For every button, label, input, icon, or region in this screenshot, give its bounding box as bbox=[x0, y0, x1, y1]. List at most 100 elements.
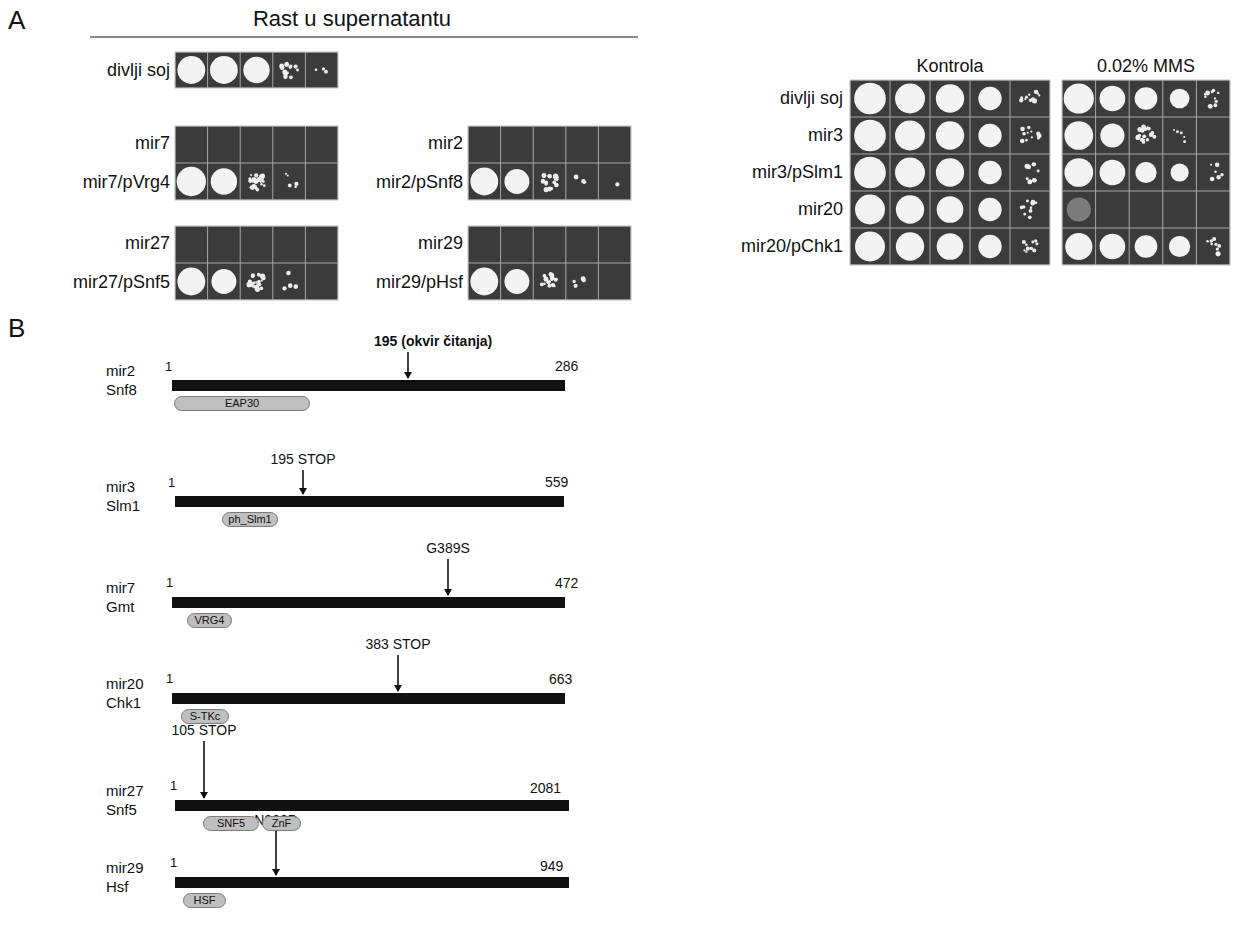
mutation-arrow bbox=[275, 831, 277, 875]
yeast-colony bbox=[294, 65, 298, 69]
yeast-colony bbox=[548, 174, 552, 178]
yeast-spot bbox=[210, 56, 238, 84]
yeast-colony bbox=[1023, 249, 1025, 251]
yeast-colony bbox=[248, 281, 253, 286]
mutation-label: 195 (okvir čitanja) bbox=[374, 333, 492, 349]
strain-label: mir3 bbox=[808, 125, 843, 146]
protein-name: Gmt bbox=[106, 598, 134, 615]
title-underline bbox=[90, 36, 638, 37]
strain-label: mir2 bbox=[428, 133, 463, 154]
grid-line bbox=[468, 163, 631, 164]
grid-line bbox=[890, 80, 891, 265]
domain-name: EAP30 bbox=[225, 398, 259, 409]
yeast-colony bbox=[1035, 90, 1038, 93]
yeast-spot bbox=[896, 232, 924, 260]
yeast-colony bbox=[1026, 200, 1029, 203]
yeast-colony bbox=[1210, 243, 1213, 246]
domain-name: HSF bbox=[194, 895, 216, 906]
yeast-spot bbox=[854, 120, 886, 152]
yeast-colony bbox=[1032, 162, 1036, 166]
grid-line bbox=[850, 117, 1050, 118]
gene-bar bbox=[175, 496, 564, 507]
yeast-colony bbox=[1031, 241, 1034, 244]
domain-pill: HSF bbox=[183, 893, 226, 908]
yeast-colony bbox=[1039, 135, 1042, 138]
yeast-colony bbox=[574, 175, 577, 178]
yeast-colony bbox=[1213, 103, 1217, 107]
yeast-colony bbox=[1135, 135, 1140, 140]
yeast-colony bbox=[1210, 177, 1215, 182]
yeast-spot bbox=[936, 84, 964, 112]
spot-plate bbox=[1062, 80, 1230, 265]
yeast-spot bbox=[1170, 89, 1190, 109]
yeast-spot bbox=[937, 233, 964, 260]
mutation-arrow bbox=[407, 352, 409, 378]
grid-line bbox=[272, 52, 273, 88]
yeast-colony bbox=[1027, 132, 1029, 134]
position-number: 1 bbox=[168, 476, 175, 491]
yeast-colony bbox=[1034, 239, 1037, 242]
gene-bar bbox=[175, 800, 569, 811]
domain-name: ZnF bbox=[272, 818, 292, 829]
domain-pill: SNF5 bbox=[203, 816, 259, 831]
yeast-colony bbox=[581, 276, 586, 281]
yeast-colony bbox=[1024, 98, 1026, 100]
yeast-colony bbox=[1033, 178, 1037, 182]
yeast-colony bbox=[288, 184, 292, 188]
grid-line bbox=[175, 163, 338, 164]
yeast-colony bbox=[1210, 239, 1213, 242]
yeast-colony bbox=[1183, 140, 1186, 143]
yeast-colony bbox=[1146, 138, 1149, 141]
yeast-colony bbox=[555, 175, 559, 179]
yeast-colony bbox=[260, 274, 265, 279]
yeast-colony bbox=[256, 188, 259, 191]
yeast-colony bbox=[548, 187, 551, 190]
spot-plate bbox=[468, 226, 631, 300]
yeast-spot bbox=[1135, 162, 1156, 183]
yeast-colony bbox=[260, 287, 264, 291]
strain-label: mir20 bbox=[798, 199, 843, 220]
yeast-colony bbox=[1142, 134, 1146, 138]
yeast-colony bbox=[249, 186, 251, 188]
domain-name: S-TKc bbox=[190, 711, 221, 722]
yeast-colony bbox=[1034, 90, 1038, 94]
yeast-spot bbox=[855, 232, 885, 262]
grid-line bbox=[175, 263, 338, 264]
yeast-spot bbox=[936, 158, 964, 186]
yeast-colony bbox=[1020, 96, 1023, 99]
yeast-spot bbox=[243, 57, 269, 83]
yeast-spot bbox=[470, 168, 498, 196]
grid-line bbox=[930, 80, 931, 265]
mutation-label: 383 STOP bbox=[365, 636, 430, 652]
yeast-colony bbox=[1140, 138, 1144, 142]
yeast-colony bbox=[1150, 131, 1154, 135]
grid-line bbox=[850, 191, 1050, 192]
yeast-spot bbox=[978, 235, 1001, 258]
yeast-colony bbox=[1035, 201, 1038, 204]
yeast-colony bbox=[1141, 129, 1145, 133]
grid-line bbox=[1162, 80, 1163, 265]
yeast-colony bbox=[1020, 139, 1025, 144]
yeast-colony bbox=[1022, 132, 1026, 136]
mutation-arrow bbox=[203, 741, 205, 798]
yeast-colony bbox=[554, 278, 558, 282]
yeast-colony bbox=[1206, 240, 1209, 243]
yeast-colony bbox=[287, 174, 289, 176]
yeast-colony bbox=[248, 177, 251, 180]
yeast-spot bbox=[1100, 234, 1126, 260]
position-number: 1 bbox=[170, 779, 177, 794]
yeast-colony bbox=[252, 184, 257, 189]
yeast-colony bbox=[261, 280, 263, 282]
yeast-colony bbox=[550, 278, 553, 281]
position-number: 1 bbox=[170, 856, 177, 871]
position-number: 1 bbox=[166, 576, 173, 591]
yeast-spot bbox=[177, 56, 205, 84]
yeast-colony bbox=[583, 182, 585, 184]
yeast-colony bbox=[1026, 165, 1031, 170]
yeast-colony bbox=[1031, 97, 1035, 101]
yeast-colony bbox=[296, 69, 299, 72]
yeast-colony bbox=[257, 280, 260, 283]
mutation-label: G389S bbox=[426, 540, 470, 556]
yeast-spot bbox=[1135, 87, 1158, 110]
